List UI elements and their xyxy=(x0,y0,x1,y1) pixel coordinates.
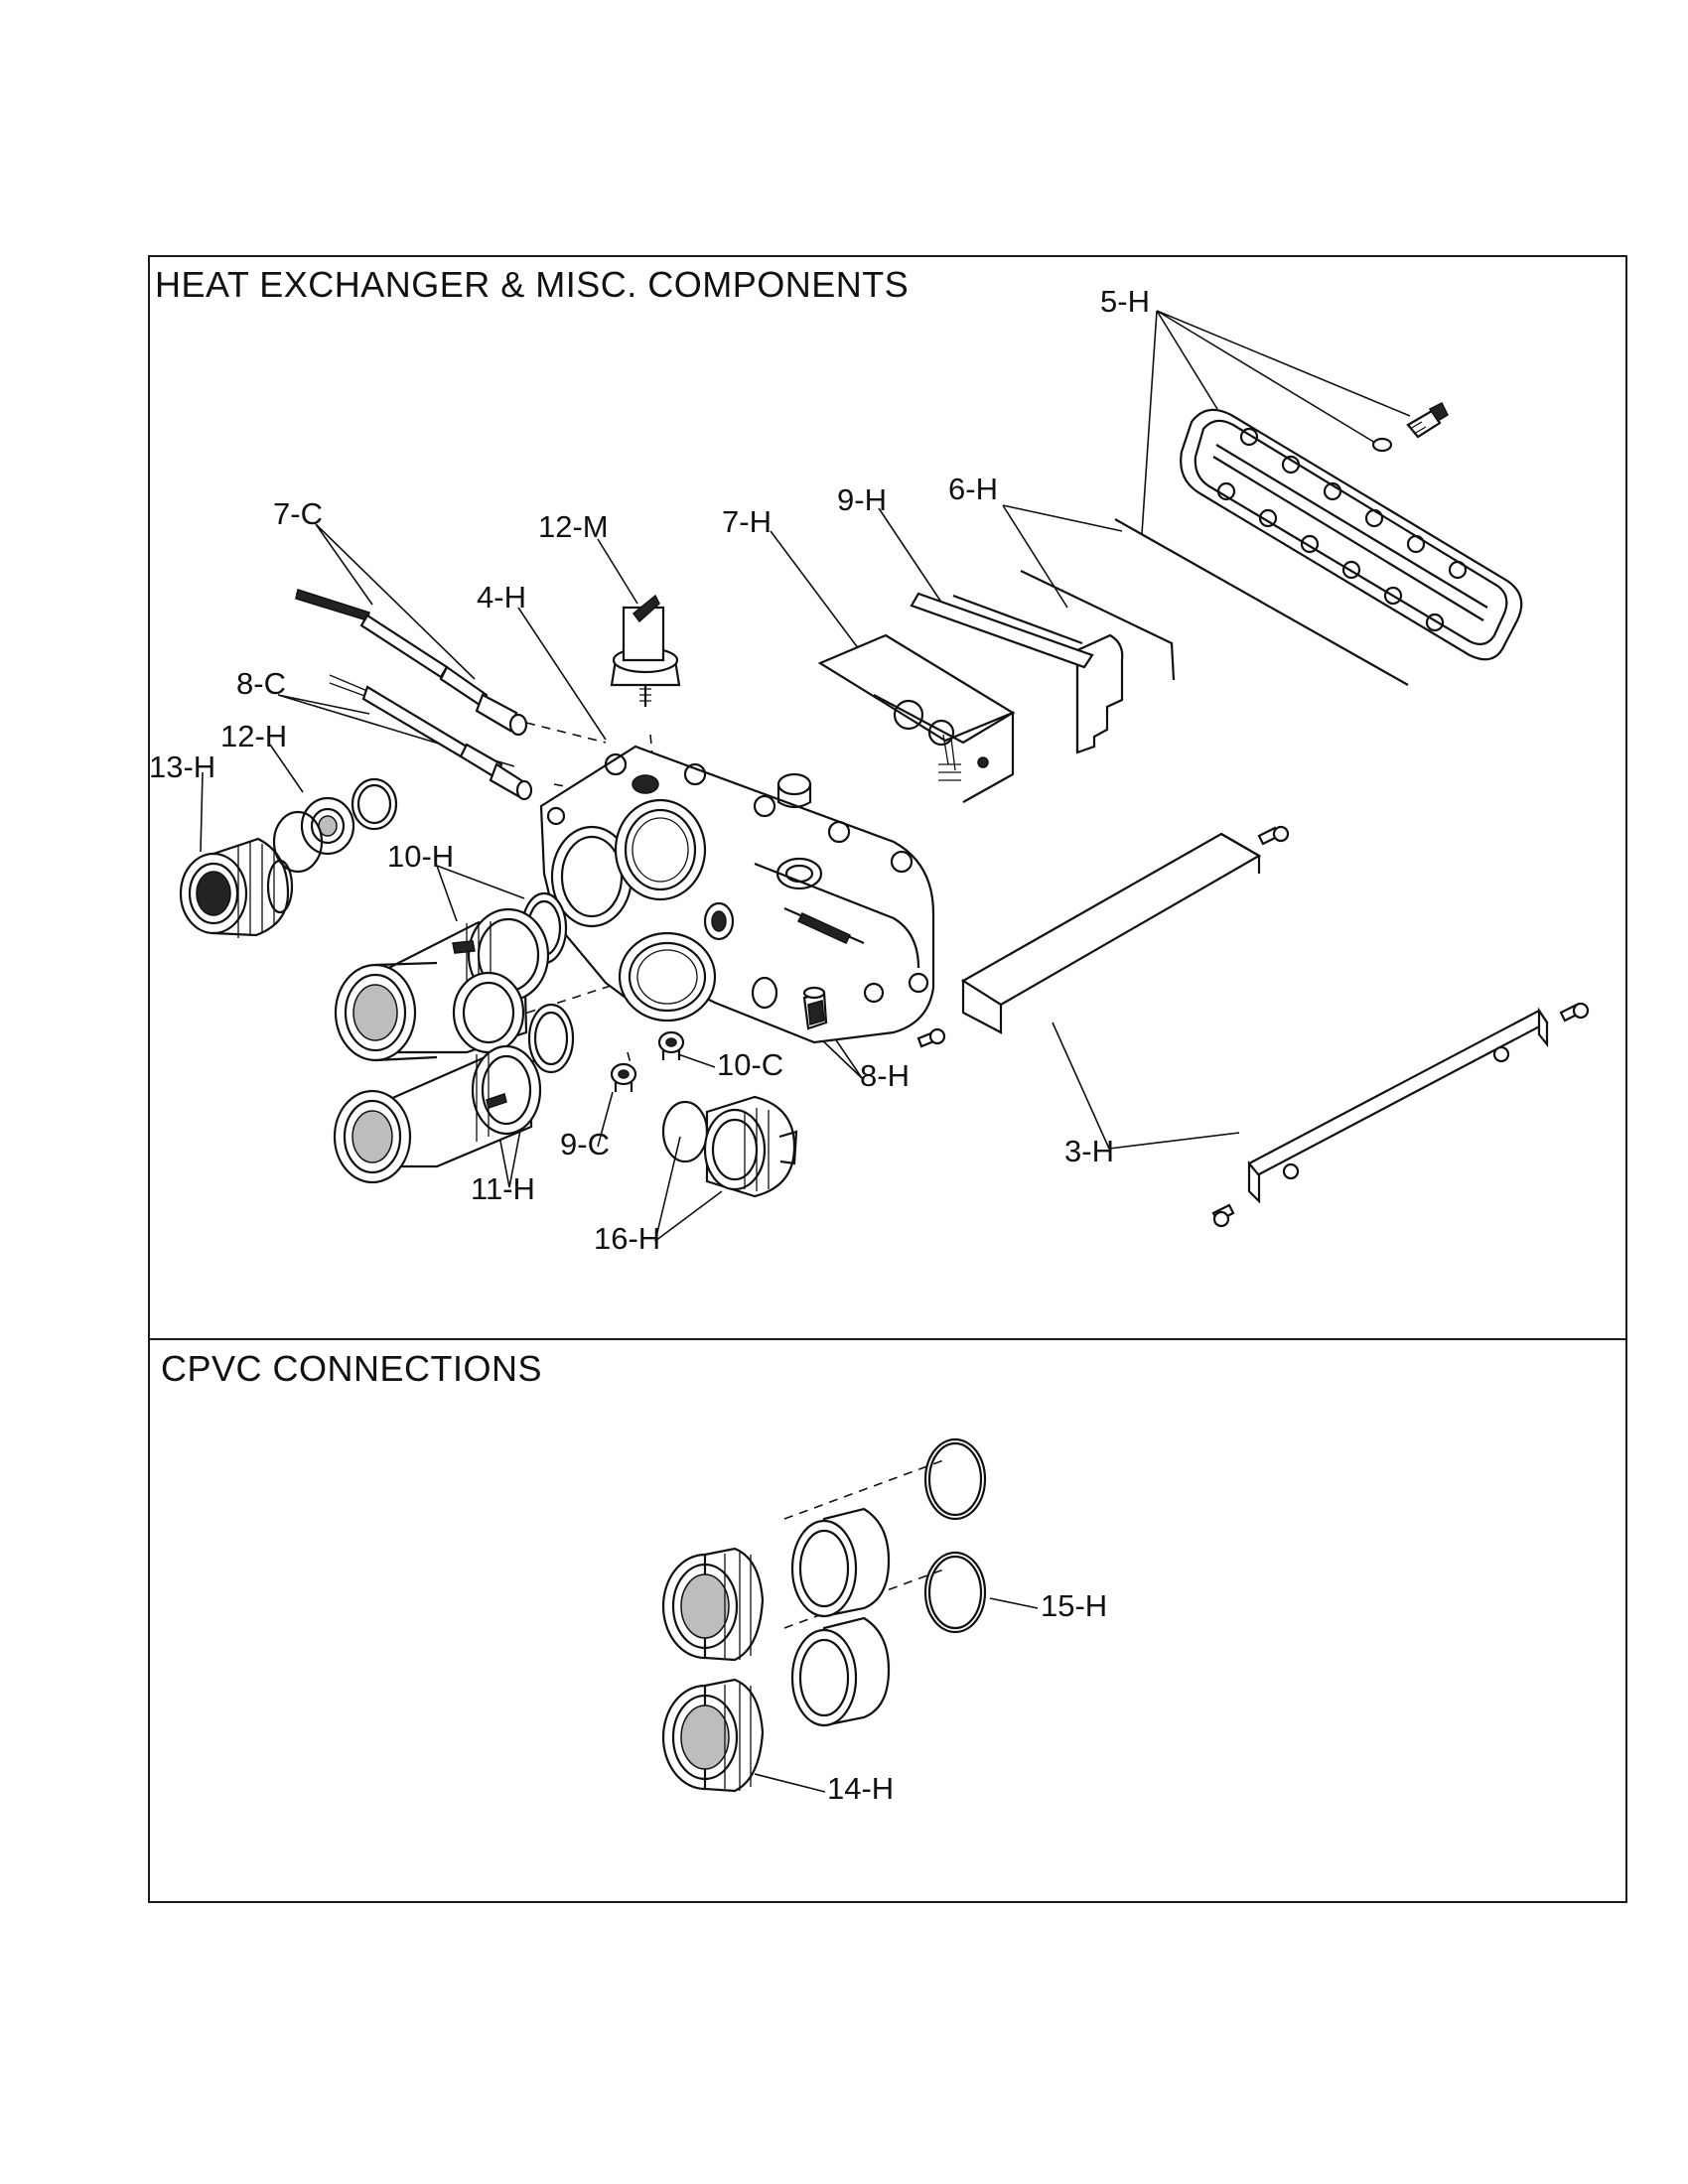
part-6-h-baffle xyxy=(1075,633,1124,754)
callout-4-h: 4-H xyxy=(477,580,526,614)
callout-3-h: 3-H xyxy=(1064,1134,1114,1168)
part-14-h-union-nut-lower xyxy=(661,1678,765,1793)
part-7-h-bracket xyxy=(817,633,1016,803)
part-4-h-heat-exchanger-body xyxy=(539,745,935,1044)
part-7-c-sensor xyxy=(295,589,528,737)
callout-7-h: 7-H xyxy=(722,504,772,539)
part-8-c-sensor xyxy=(329,674,533,801)
part-cpvc-adapter-upper xyxy=(790,1507,891,1618)
part-15-h-o-rings xyxy=(923,1437,987,1634)
callout-8-h: 8-H xyxy=(860,1058,910,1093)
part-10-c-sensor xyxy=(657,1030,685,1060)
leader-lines xyxy=(200,310,1411,1793)
part-14-h-union-nut-upper xyxy=(661,1547,765,1662)
part-5-h-cover-plate xyxy=(1020,401,1523,686)
callout-8-c: 8-C xyxy=(236,666,286,701)
part-cpvc-adapter-lower xyxy=(790,1616,891,1727)
part-11-h-union-lower xyxy=(333,1003,575,1184)
callout-7-c: 7-C xyxy=(273,496,323,531)
callout-16-h: 16-H xyxy=(594,1221,660,1256)
callout-13-h: 13-H xyxy=(149,750,215,784)
part-10-h-union-upper xyxy=(334,891,568,1062)
callout-10-c: 10-C xyxy=(717,1047,783,1082)
callout-9-h: 9-H xyxy=(837,482,887,517)
part-9-c-sensor xyxy=(610,1062,637,1092)
callout-6-h: 6-H xyxy=(948,472,998,506)
callout-12-m: 12-M xyxy=(538,509,609,544)
part-16-h-relief-valve xyxy=(661,1095,798,1198)
section-divider xyxy=(148,1338,1627,1340)
callout-12-h: 12-H xyxy=(220,719,287,753)
callout-14-h: 14-H xyxy=(827,1771,894,1806)
callout-15-h: 15-H xyxy=(1041,1588,1107,1623)
cpvc-section-title: CPVC CONNECTIONS xyxy=(161,1348,543,1389)
part-3-h-bracket-lower xyxy=(1211,1002,1590,1228)
part-8-h-drain-valve xyxy=(802,986,828,1030)
heat-exchanger-section-title: HEAT EXCHANGER & MISC. COMPONENTS xyxy=(155,264,910,305)
callout-5-h: 5-H xyxy=(1100,284,1150,319)
part-9-h-plate xyxy=(910,592,1094,669)
callout-11-h: 11-H xyxy=(471,1171,535,1206)
diagram-frame xyxy=(148,255,1627,1903)
part-12-m-pressure-switch xyxy=(610,594,681,707)
part-3-h-bracket-upper xyxy=(916,825,1290,1048)
part-13-h-thermostat-cap xyxy=(179,837,294,938)
part-12-h-thermostat xyxy=(272,777,398,874)
